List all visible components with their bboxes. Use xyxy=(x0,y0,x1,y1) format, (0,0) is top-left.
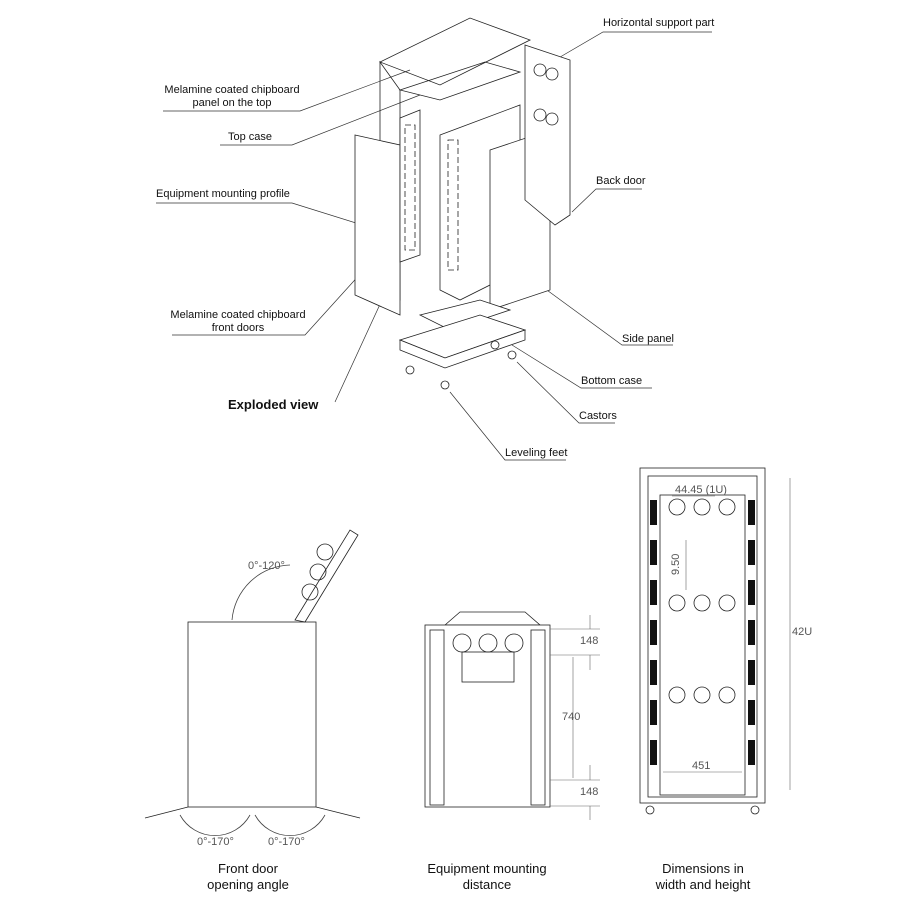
exploded-rack xyxy=(354,17,571,390)
label-leveling-feet: Leveling feet xyxy=(505,447,568,459)
label-side-panel: Side panel xyxy=(622,333,674,345)
angle-left: 0°-170° xyxy=(197,836,234,848)
dim-width: 451 xyxy=(692,760,711,772)
dim-top-148: 148 xyxy=(580,635,599,647)
leader-lines xyxy=(156,31,712,461)
dim-hole: 9.50 xyxy=(670,553,682,575)
caption-mounting-line2: distance xyxy=(462,877,512,892)
label-front-doors: Melamine coated chipboard front doors xyxy=(158,309,318,335)
label-back-door: Back door xyxy=(596,175,646,187)
dim-bottom-148: 148 xyxy=(580,786,599,798)
front-door-view xyxy=(144,529,361,836)
label-castors: Castors xyxy=(579,410,617,422)
label-top-panel: Melamine coated chipboard panel on the t… xyxy=(152,84,312,110)
caption-front-door-line1: Front door xyxy=(218,861,278,876)
label-top-case: Top case xyxy=(228,131,273,143)
dim-1u: 44.45 (1U) xyxy=(675,484,727,496)
dim-740: 740 xyxy=(562,711,581,723)
caption-dimensions-line1: Dimensions in xyxy=(662,861,744,876)
dim-height: 42U xyxy=(792,626,813,638)
caption-front-door: Front door opening angle xyxy=(148,861,348,893)
exploded-view-title: Exploded view xyxy=(228,397,319,412)
mounting-distance-view xyxy=(424,611,600,820)
caption-dimensions-line2: width and height xyxy=(655,877,751,892)
label-bottom-case: Bottom case xyxy=(581,375,643,387)
label-front-doors-line1: Melamine coated chipboard xyxy=(170,309,306,321)
caption-mounting: Equipment mounting distance xyxy=(387,861,587,893)
caption-front-door-line2: opening angle xyxy=(207,877,289,892)
dimensions-view xyxy=(639,467,791,815)
angle-right: 0°-170° xyxy=(268,836,305,848)
label-top-panel-line1: Melamine coated chipboard xyxy=(164,84,300,96)
caption-dimensions: Dimensions in width and height xyxy=(603,861,803,893)
label-top-panel-line2: panel on the top xyxy=(192,97,272,109)
label-mounting-profile: Equipment mounting profile xyxy=(156,188,290,200)
caption-mounting-line1: Equipment mounting xyxy=(427,861,547,876)
label-front-doors-line2: front doors xyxy=(211,322,265,334)
angle-top: 0°-120° xyxy=(248,560,285,572)
label-horizontal-support: Horizontal support part xyxy=(603,17,715,29)
